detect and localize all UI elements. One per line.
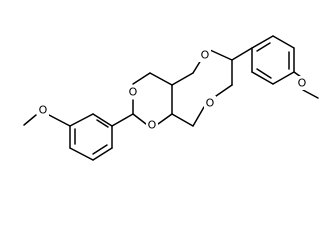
bond bbox=[111, 113, 134, 127]
bond bbox=[251, 71, 274, 85]
ring-oxygen-lower-left-label: O bbox=[129, 86, 138, 99]
ring-oxygen-upper-right-label: O bbox=[206, 97, 215, 110]
bond bbox=[23, 114, 37, 126]
ring-oxygen-lower-right-label: O bbox=[148, 119, 157, 132]
ring-oxygen-lower-right: O bbox=[146, 118, 158, 132]
bond bbox=[48, 114, 71, 127]
bond bbox=[209, 49, 233, 61]
bond bbox=[69, 147, 94, 161]
bond bbox=[132, 113, 147, 125]
bond bbox=[69, 113, 94, 127]
bond bbox=[215, 84, 233, 97]
bond bbox=[171, 72, 194, 86]
methoxy-oxygen-lower: O bbox=[37, 103, 49, 117]
bond bbox=[171, 113, 194, 127]
bond bbox=[92, 113, 113, 127]
bond bbox=[192, 106, 205, 127]
bond bbox=[96, 119, 109, 128]
methoxy-oxygen-upper-label: O bbox=[298, 77, 307, 90]
bond bbox=[92, 144, 108, 155]
molecule-structure: O O O O O O bbox=[23, 35, 319, 161]
bond bbox=[272, 71, 295, 85]
methoxy-oxygen-upper: O bbox=[296, 76, 308, 90]
atom-labels: O O O O O O bbox=[37, 48, 308, 132]
bond bbox=[302, 89, 319, 99]
bond bbox=[132, 72, 151, 85]
methoxy-oxygen-lower-label: O bbox=[39, 104, 48, 117]
bond bbox=[92, 147, 113, 161]
bond bbox=[251, 35, 274, 49]
bond bbox=[256, 68, 272, 79]
ring-oxygen-upper-right: O bbox=[204, 96, 216, 110]
ring-oxygen-upper-left-label: O bbox=[201, 49, 210, 62]
ring-oxygen-lower-left: O bbox=[127, 85, 139, 99]
bond bbox=[192, 59, 202, 74]
bond bbox=[231, 47, 253, 61]
bond bbox=[256, 42, 271, 52]
ring-oxygen-upper-left: O bbox=[199, 48, 211, 62]
bond bbox=[157, 113, 173, 125]
bonds bbox=[23, 35, 319, 161]
bond bbox=[272, 35, 295, 49]
bond bbox=[149, 72, 173, 86]
